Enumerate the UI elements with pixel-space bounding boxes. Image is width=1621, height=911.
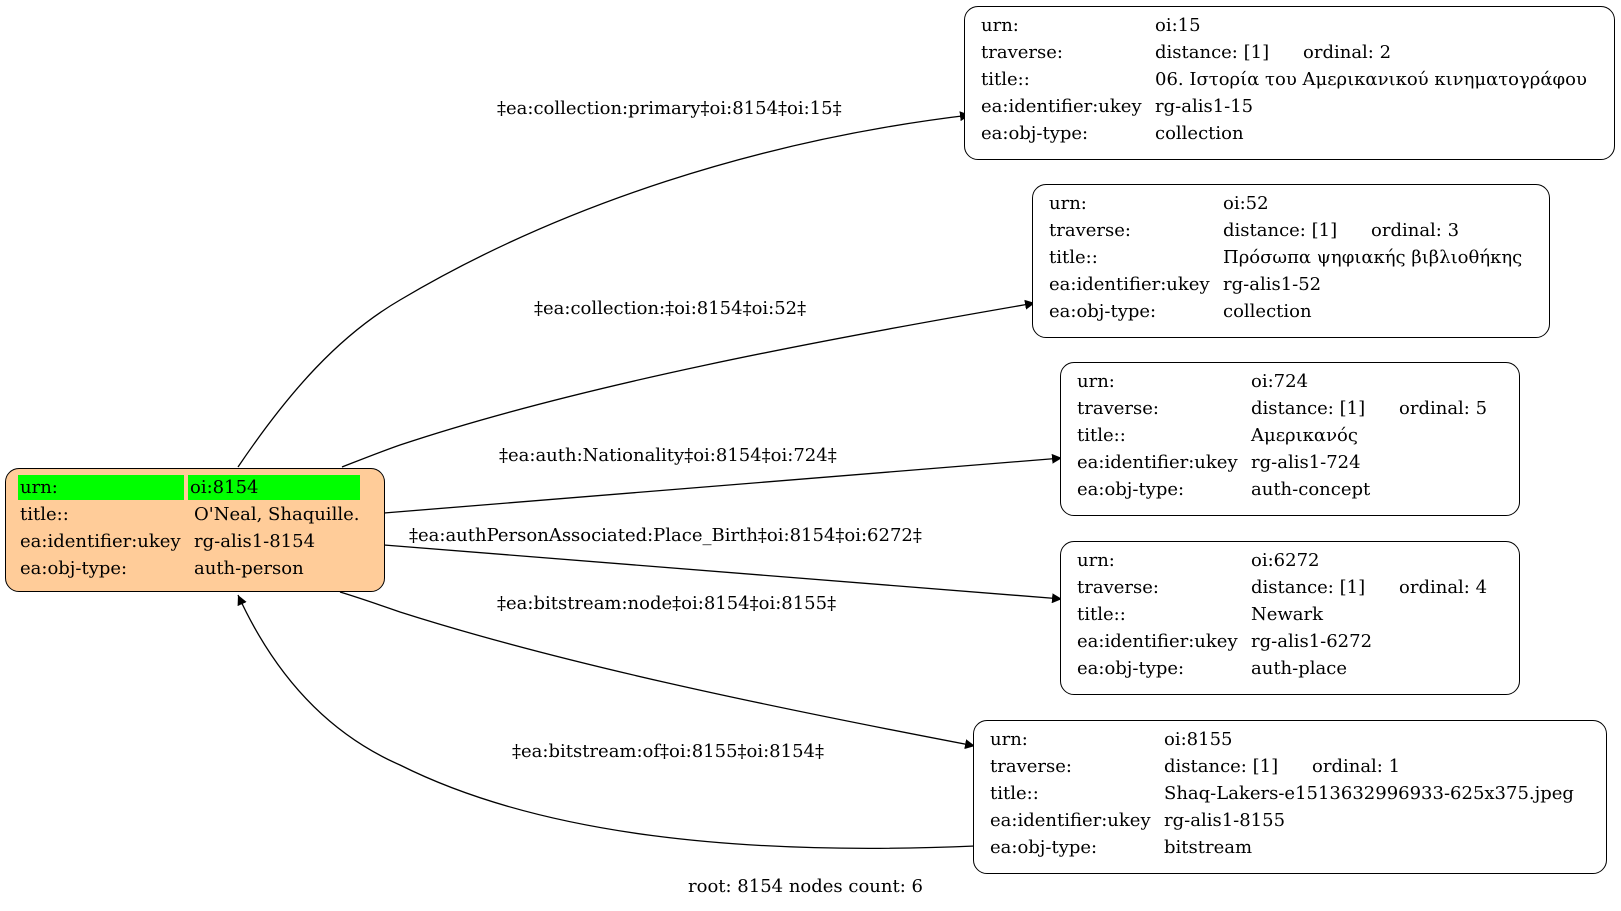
traverse-key: traverse: [1049,220,1131,241]
edge-place-birth [383,544,1063,604]
distance-value: distance: [1] [1164,756,1279,777]
distance-value: distance: [1] [1155,42,1270,63]
root-title-key: title:: [20,504,69,525]
urn-value: oi:6272 [1251,550,1320,571]
node-card-oi-52[interactable]: urn: oi:52 traverse: distance: [1] ordinal:… [1032,184,1550,338]
type-key: ea:obj-type: [990,837,1098,858]
traverse-key: traverse: [1077,398,1159,419]
ukey-value: rg-alis1-15 [1155,96,1254,117]
root-ukey-key: ea:identifier:ukey [20,531,181,552]
edge-label-nationality: ‡ea:auth:Nationality‡oi:8154‡oi:724‡ [499,445,837,466]
type-key: ea:obj-type: [981,123,1089,144]
node-card-oi-8155[interactable]: urn: oi:8155 traverse: distance: [1] ordina… [973,720,1607,874]
title-key: title:: [1049,247,1098,268]
type-value: bitstream [1164,837,1253,858]
title-value: Αμερικανός [1251,425,1358,446]
title-key: title:: [990,783,1039,804]
traverse-key: traverse: [990,756,1072,777]
ukey-key: ea:identifier:ukey [1077,631,1238,652]
type-key: ea:obj-type: [1077,658,1185,679]
urn-key: urn: [1077,371,1115,392]
edge-label-place-birth: ‡ea:authPersonAssociated:Place_Birth‡oi:… [409,525,922,546]
edge-collection-primary [237,111,971,468]
urn-value: oi:724 [1251,371,1309,392]
footer-summary: root: 8154 nodes count: 6 [688,876,923,897]
traverse-key: traverse: [1077,577,1159,598]
node-card-oi-724[interactable]: urn: oi:724 traverse: distance: [1] ordinal… [1060,362,1520,516]
ordinal-value: ordinal: 3 [1371,220,1460,241]
title-value: Newark [1251,604,1324,625]
title-key: title:: [981,69,1030,90]
ukey-key: ea:identifier:ukey [990,810,1151,831]
type-value: auth-place [1251,658,1347,679]
title-value: Shaq-Lakers-e1513632996933-625x375.jpeg [1164,783,1574,804]
type-value: collection [1223,301,1312,322]
distance-value: distance: [1] [1251,577,1366,598]
traverse-key: traverse: [981,42,1063,63]
ukey-key: ea:identifier:ukey [1049,274,1210,295]
type-value: auth-concept [1251,479,1371,500]
urn-key: urn: [990,729,1028,750]
title-value: 06. Ιστορία του Αμερικανικού κινηματογρά… [1155,69,1587,90]
node-card-oi-15[interactable]: urn: oi:15 traverse: distance: [1] ordinal:… [964,6,1615,160]
urn-value: oi:8155 [1164,729,1233,750]
type-value: collection [1155,123,1244,144]
edge-label-collection-primary: ‡ea:collection:primary‡oi:8154‡oi:15‡ [497,98,842,119]
edge-label-bitstream-of: ‡ea:bitstream:of‡oi:8155‡oi:8154‡ [512,741,824,762]
distance-value: distance: [1] [1223,220,1338,241]
root-type-key: ea:obj-type: [20,558,128,579]
node-card-oi-6272[interactable]: urn: oi:6272 traverse: distance: [1] ordina… [1060,541,1520,695]
ordinal-value: ordinal: 1 [1312,756,1401,777]
ukey-value: rg-alis1-8155 [1164,810,1286,831]
urn-key: urn: [1049,193,1087,214]
ukey-key: ea:identifier:ukey [1077,452,1238,473]
ukey-value: rg-alis1-6272 [1251,631,1373,652]
ordinal-value: ordinal: 2 [1303,42,1392,63]
root-urn-value: oi:8154 [188,475,360,500]
urn-value: oi:15 [1155,15,1201,36]
type-key: ea:obj-type: [1077,479,1185,500]
edge-label-bitstream-node: ‡ea:bitstream:node‡oi:8154‡oi:8155‡ [497,593,837,614]
urn-key: urn: [1077,550,1115,571]
distance-value: distance: [1] [1251,398,1366,419]
ordinal-value: ordinal: 4 [1399,577,1488,598]
root-title-row: title:: O'Neal, Shaquille. [18,501,372,528]
root-ukey-value: rg-alis1-8154 [194,531,316,552]
root-type-row: ea:obj-type: auth-person [18,555,372,582]
root-urn-row: urn: oi:8154 [18,474,372,501]
root-title-value: O'Neal, Shaquille. [194,504,360,525]
ukey-value: rg-alis1-724 [1251,452,1361,473]
title-key: title:: [1077,604,1126,625]
edge-collection [341,299,1036,468]
edge-nationality [383,453,1063,514]
root-type-value: auth-person [194,558,304,579]
ukey-value: rg-alis1-52 [1223,274,1322,295]
ukey-key: ea:identifier:ukey [981,96,1142,117]
root-node-card[interactable]: urn: oi:8154 title:: O'Neal, Shaquille. … [5,468,385,592]
title-key: title:: [1077,425,1126,446]
edge-bitstream-node [339,591,976,750]
title-value: Πρόσωπα ψηφιακής βιβλιοθήκης [1223,247,1523,268]
urn-key: urn: [981,15,1019,36]
urn-value: oi:52 [1223,193,1269,214]
edge-label-collection: ‡ea:collection:‡oi:8154‡oi:52‡ [534,298,807,319]
root-urn-key: urn: [18,475,184,500]
edge-bitstream-of [237,594,976,849]
root-ukey-row: ea:identifier:ukey rg-alis1-8154 [18,528,372,555]
ordinal-value: ordinal: 5 [1399,398,1488,419]
type-key: ea:obj-type: [1049,301,1157,322]
